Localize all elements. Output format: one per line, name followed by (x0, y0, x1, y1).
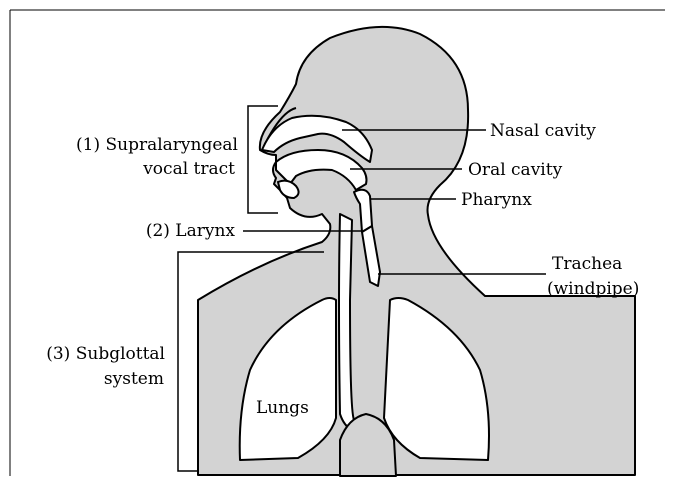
label-subglottal-line2: system (104, 369, 164, 389)
label-pharynx: Pharynx (461, 190, 532, 210)
label-trachea-line2: (windpipe) (547, 279, 639, 299)
label-supralaryngeal-line1: (1) Supralaryngeal (76, 135, 238, 155)
label-subglottal-line1: (3) Subglottal (46, 344, 165, 364)
label-lungs: Lungs (256, 398, 309, 418)
label-supralaryngeal-line2: vocal tract (142, 159, 235, 179)
label-nasal-cavity: Nasal cavity (490, 121, 596, 141)
label-larynx: (2) Larynx (146, 221, 236, 241)
label-trachea-line1: Trachea (552, 254, 622, 274)
label-oral-cavity: Oral cavity (468, 160, 563, 180)
